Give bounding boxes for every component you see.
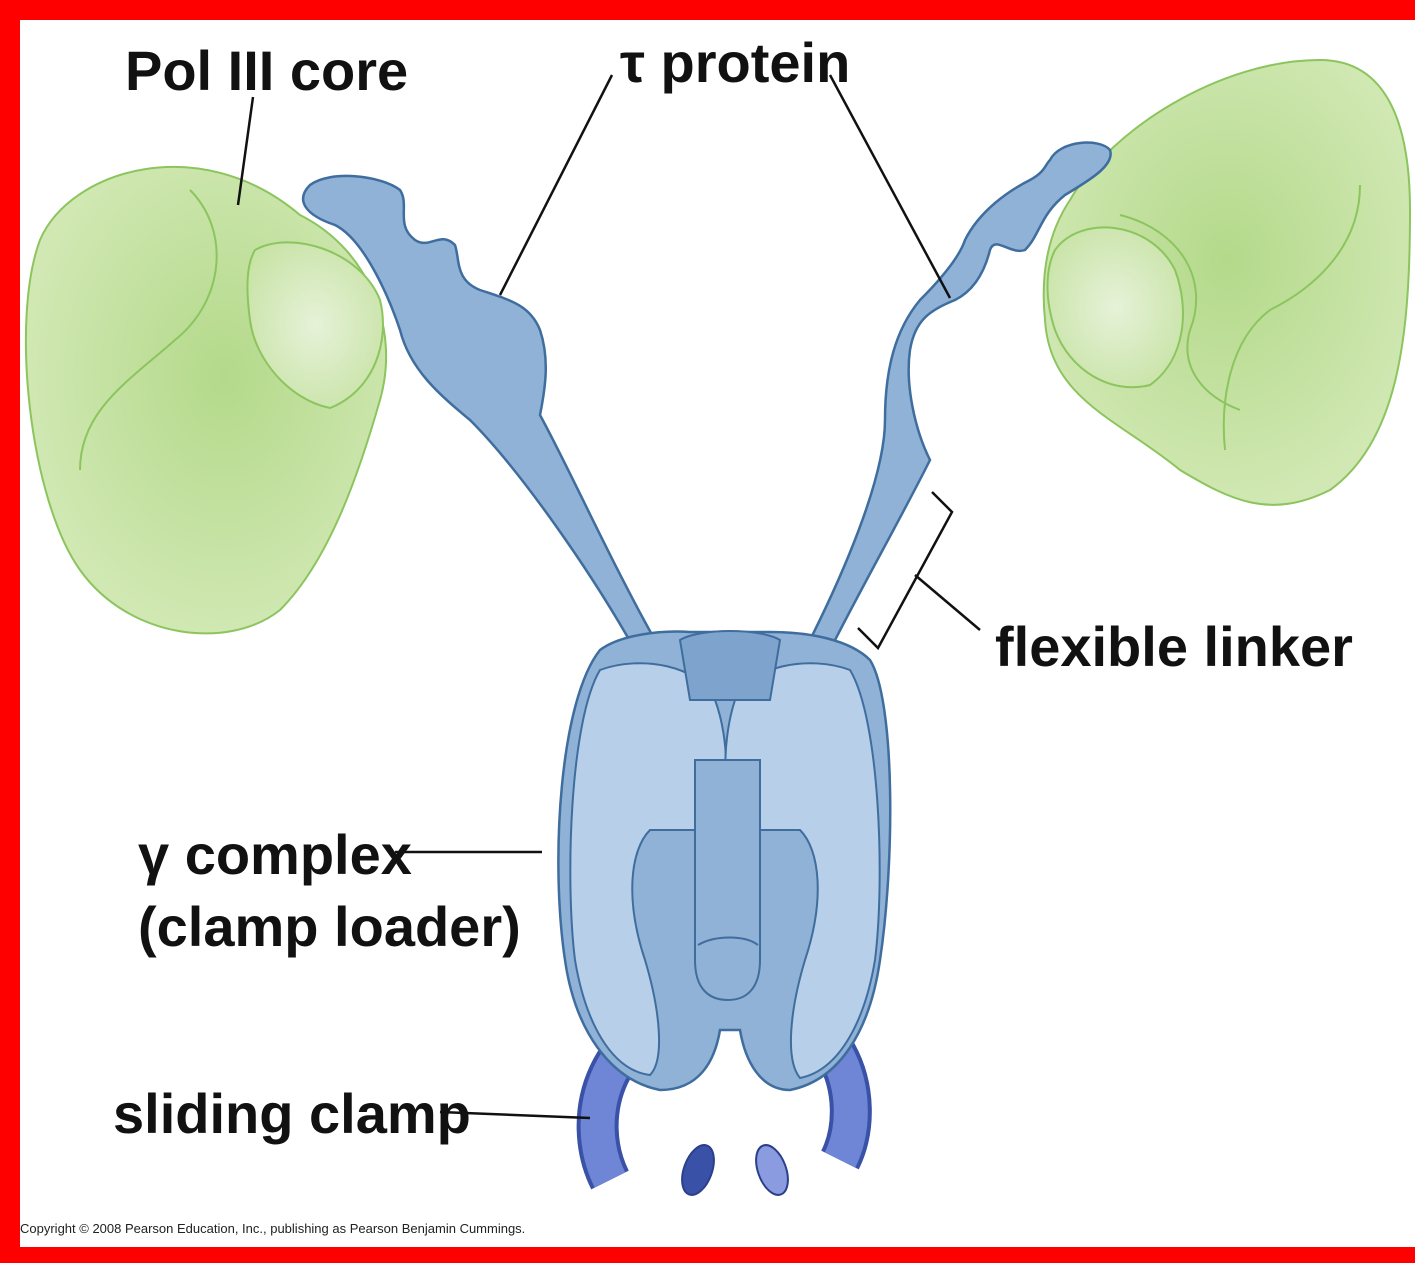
- label-clamp-loader: (clamp loader): [138, 895, 521, 958]
- pol-iii-core-left: [26, 167, 386, 633]
- label-flexible-linker: flexible linker: [995, 615, 1353, 678]
- label-pol-iii-core: Pol III core: [125, 39, 408, 102]
- leader-tau-right: [830, 75, 950, 298]
- leader-flexible-linker: [915, 575, 980, 630]
- copyright-notice: Copyright © 2008 Pearson Education, Inc.…: [20, 1221, 525, 1236]
- label-sliding-clamp: sliding clamp: [113, 1082, 471, 1145]
- label-gamma-complex: γ complex: [138, 823, 412, 886]
- leader-tau-left: [500, 75, 612, 295]
- label-tau-protein: τ protein: [620, 31, 850, 94]
- pol-iii-core-right: [1044, 60, 1410, 505]
- gamma-complex: [558, 631, 890, 1090]
